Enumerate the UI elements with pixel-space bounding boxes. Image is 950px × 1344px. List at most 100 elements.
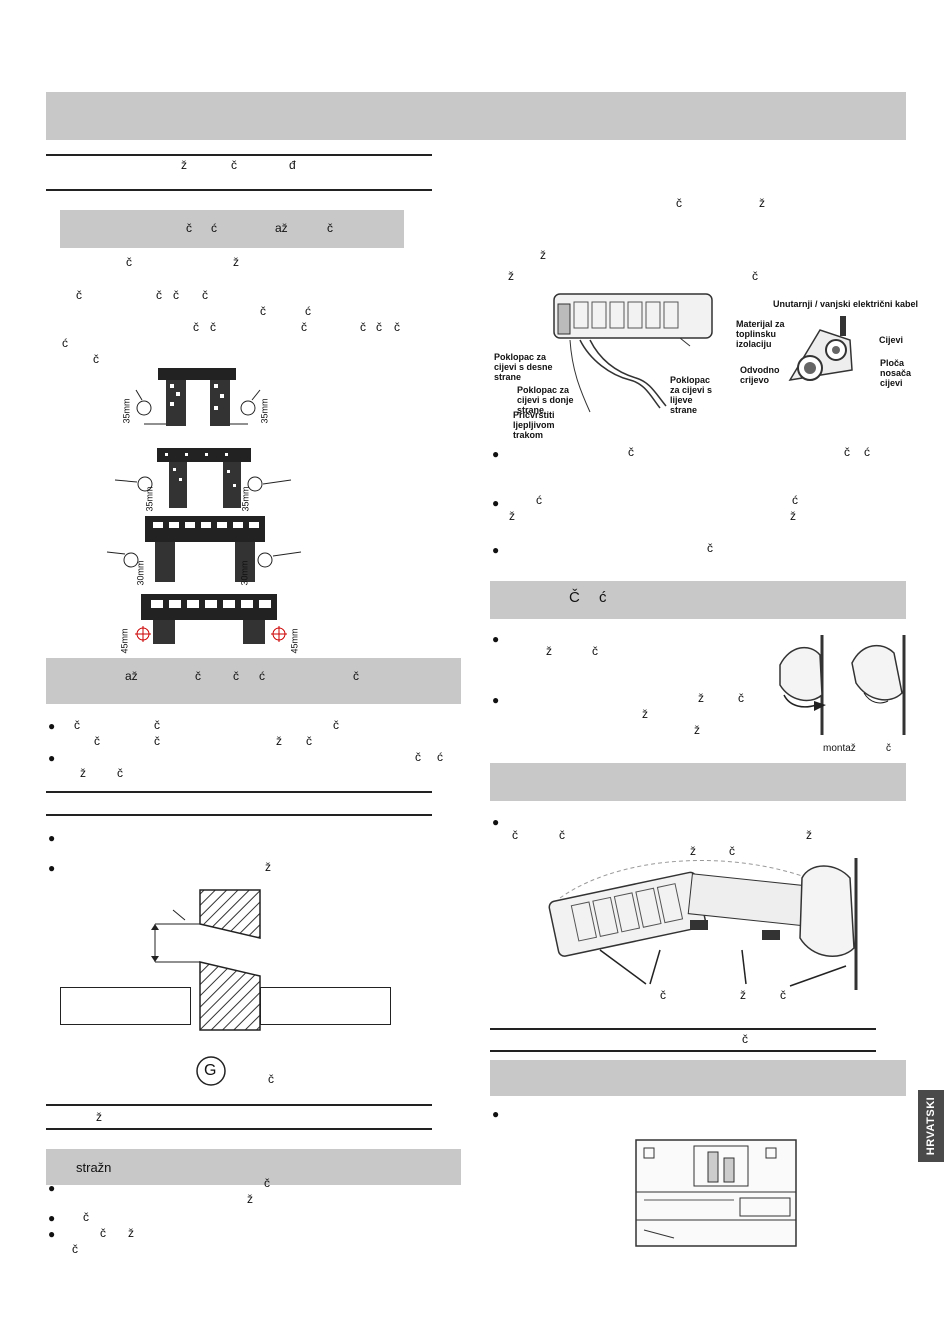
subsection-heading-box <box>490 581 906 619</box>
text-char: ž <box>509 509 515 523</box>
text-char: č <box>173 288 179 302</box>
bullet: ● <box>48 1211 56 1225</box>
text-char: č <box>156 288 162 302</box>
text-char: ž <box>233 255 239 269</box>
language-tab-label: HRVATSKI <box>925 1096 937 1156</box>
text-char: č <box>210 320 216 334</box>
text-char: č <box>628 445 634 459</box>
text-char: ž <box>698 691 704 705</box>
text-char: ž <box>790 509 796 523</box>
header-char: č <box>231 158 237 172</box>
dim-label: 45mm <box>119 628 130 654</box>
mounting-plate-diagram-2 <box>114 448 292 508</box>
label-cover-left: Poklopac za cijevi s lijeve strane <box>670 375 713 415</box>
text-char: ž <box>806 828 812 842</box>
text-char: č <box>512 828 518 842</box>
text-char: ž <box>276 734 282 748</box>
text-char: ć <box>792 493 798 507</box>
heading-char: č <box>233 669 239 683</box>
text-char: č <box>559 828 565 842</box>
section-rule <box>46 791 432 793</box>
wall-hole-diagram <box>151 889 261 1031</box>
text-char: ž <box>508 269 514 283</box>
text-char: č <box>707 541 713 555</box>
text-fragment: stražn <box>76 1160 112 1175</box>
text-char: ž <box>546 644 552 658</box>
heading-char: č <box>186 221 192 235</box>
text-char: č <box>126 255 132 269</box>
diagram-label: č <box>660 988 666 1002</box>
text-char: ž <box>694 723 700 737</box>
bullet: ● <box>48 751 56 765</box>
text-char: č <box>592 644 598 658</box>
mounting-plate-diagram-1 <box>135 368 261 426</box>
heading-char: až <box>275 221 288 235</box>
text-char: ž <box>80 766 86 780</box>
heading-char: Č <box>569 589 580 606</box>
label-cover-right: Poklopac za cijevi s desne strane <box>494 352 553 382</box>
bullet: ● <box>492 447 500 461</box>
text-char: ć <box>305 304 311 318</box>
bullet: ● <box>48 719 56 733</box>
text-char: č <box>260 304 266 318</box>
text-char: č <box>74 718 80 732</box>
section-rule <box>46 1128 432 1130</box>
text-char: č <box>193 320 199 334</box>
dim-label: 35mm <box>144 486 155 512</box>
text-char: č <box>94 734 100 748</box>
section-rule <box>490 1028 876 1030</box>
text-char: č <box>264 1176 270 1190</box>
subsection-heading-box <box>490 763 906 801</box>
section-rule <box>46 814 432 816</box>
text-char: ž <box>540 248 546 262</box>
subsection-heading-box <box>46 1149 461 1185</box>
section-rule-top <box>46 154 432 156</box>
dim-label: 35mm <box>259 398 270 424</box>
heading-char: č <box>353 669 359 683</box>
label-drain: Odvodno crijevo <box>740 365 780 385</box>
bullet: ● <box>492 543 500 557</box>
bullet: ● <box>492 693 500 707</box>
bullet: ● <box>492 632 500 646</box>
label-insulation: Materijal za toplinsku izolaciju <box>736 319 785 349</box>
label-box-outside <box>260 987 391 1025</box>
mounting-unit-plate-diagram <box>548 858 858 990</box>
heading-char: ć <box>259 669 265 683</box>
text-char: č <box>394 320 400 334</box>
text-char: ć <box>536 493 542 507</box>
header-char: đ <box>289 158 296 172</box>
label-cover-bottom: Poklopac za cijevi s donje strane <box>517 385 574 415</box>
indoor-unit-panel-diagram <box>635 1139 797 1247</box>
heading-char: č <box>195 669 201 683</box>
text-char: č <box>306 734 312 748</box>
dim-label: 45mm <box>289 628 300 654</box>
dim-label: 35mm <box>240 486 251 512</box>
mounting-plate-diagram-3 <box>106 516 302 582</box>
language-side-tab: HRVATSKI <box>918 1090 944 1162</box>
pipe-cross-section-diagram <box>788 316 853 381</box>
heading-char: ć <box>599 589 607 606</box>
text-char: č <box>202 288 208 302</box>
text-char: ć <box>864 445 870 459</box>
subsection-heading-box <box>46 658 461 704</box>
bullet: ● <box>492 815 500 829</box>
hooking-unit-diagram <box>779 635 906 735</box>
text-char: ž <box>690 844 696 858</box>
text-char: ž <box>265 860 271 874</box>
text-char: č <box>676 196 682 210</box>
bullet: ● <box>48 1227 56 1241</box>
subsection-heading-box <box>60 210 404 248</box>
header-char: ž <box>181 158 187 172</box>
text-char: č <box>301 320 307 334</box>
section-rule <box>46 1104 432 1106</box>
section-rule <box>490 1050 876 1052</box>
bullet: ● <box>492 496 500 510</box>
text-char: č <box>738 691 744 705</box>
text-char: ž <box>759 196 765 210</box>
bullet: ● <box>492 1107 500 1121</box>
section-rule-bottom <box>46 189 432 191</box>
text-char: ž <box>247 1192 253 1206</box>
label-plate: Ploča nosača cijevi <box>880 358 912 388</box>
text-char: č <box>752 269 758 283</box>
text-char: č <box>360 320 366 334</box>
